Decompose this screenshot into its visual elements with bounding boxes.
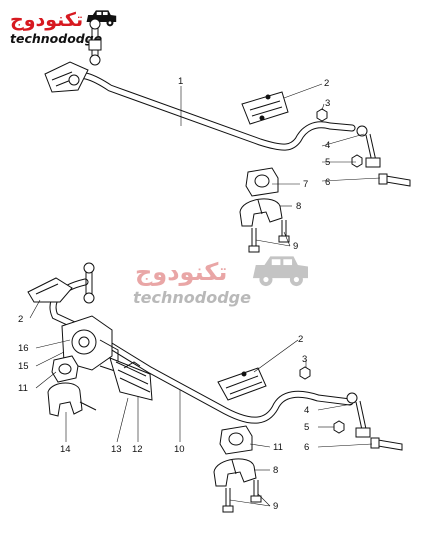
lower-nut <box>299 366 311 380</box>
callout-label: 15 <box>18 361 29 372</box>
callout-label: 6 <box>325 177 330 188</box>
lower-left-bushing <box>51 355 79 383</box>
upper-left-bracket <box>44 61 89 93</box>
callout-label: 5 <box>325 157 330 168</box>
upper-link-bolt <box>378 173 411 187</box>
upper-sway-bar-assembly <box>44 18 411 253</box>
lower-left-bracket <box>27 277 73 303</box>
lower-link-bolt <box>370 437 403 451</box>
callout-numbers: 1 2 3 4 5 6 7 8 9 2 16 15 11 14 13 12 10… <box>18 76 330 512</box>
logo-arabic-text: تكنودوج <box>10 9 83 31</box>
callout-label: 3 <box>302 354 307 365</box>
leader-lines <box>29 83 381 507</box>
callout-label: 5 <box>304 422 309 433</box>
callout-label: 3 <box>325 98 330 109</box>
upper-nut <box>316 108 328 122</box>
callout-label: 12 <box>132 444 143 455</box>
callout-label: 16 <box>18 343 29 354</box>
callout-label: 13 <box>111 444 122 455</box>
watermark-arabic-text: تكنودوج <box>135 258 227 286</box>
upper-retainer-bolts <box>248 220 290 253</box>
callout-label: 11 <box>273 442 283 453</box>
callout-label: 2 <box>324 78 329 89</box>
lower-left-retainer <box>47 382 97 417</box>
callout-label: 2 <box>298 334 303 345</box>
callout-label: 6 <box>304 442 309 453</box>
lower-actuator-assembly <box>61 315 153 401</box>
lower-left-end-link <box>83 262 95 304</box>
upper-bushing <box>245 167 279 197</box>
callout-label: 4 <box>325 140 330 151</box>
lower-right-bracket <box>217 367 267 401</box>
callout-label: 2 <box>18 314 23 325</box>
callout-label: 8 <box>296 201 301 212</box>
upper-lock-nut <box>351 154 363 168</box>
callout-label: 11 <box>18 383 28 394</box>
lower-right-retainer <box>213 458 257 487</box>
technododge-logo: تكنودوج technododge <box>10 9 117 46</box>
callout-label: 8 <box>273 465 278 476</box>
lower-right-bushing <box>219 425 253 455</box>
logo-latin-text: technododge <box>10 31 102 46</box>
callout-label: 9 <box>293 241 298 252</box>
upper-stabilizer-bar <box>56 71 356 151</box>
upper-end-link <box>356 125 381 168</box>
upper-retainer <box>239 198 283 227</box>
callout-label: 10 <box>174 444 185 455</box>
callout-label: 9 <box>273 501 278 512</box>
callout-label: 4 <box>304 405 309 416</box>
upper-left-end-link <box>88 18 102 66</box>
upper-right-bracket <box>241 91 289 125</box>
lower-lock-nut <box>333 420 345 434</box>
technododge-watermark: تكنودوج technododge <box>133 256 308 307</box>
callout-label: 7 <box>303 179 308 190</box>
lower-sway-bar-assembly <box>27 262 403 513</box>
callout-label: 1 <box>178 76 183 87</box>
watermark-jeep-icon <box>252 256 308 287</box>
lower-retainer-bolts <box>222 480 262 513</box>
callout-label: 14 <box>60 444 71 455</box>
lower-end-link <box>346 392 371 438</box>
watermark-latin-text: technododge <box>133 288 251 307</box>
